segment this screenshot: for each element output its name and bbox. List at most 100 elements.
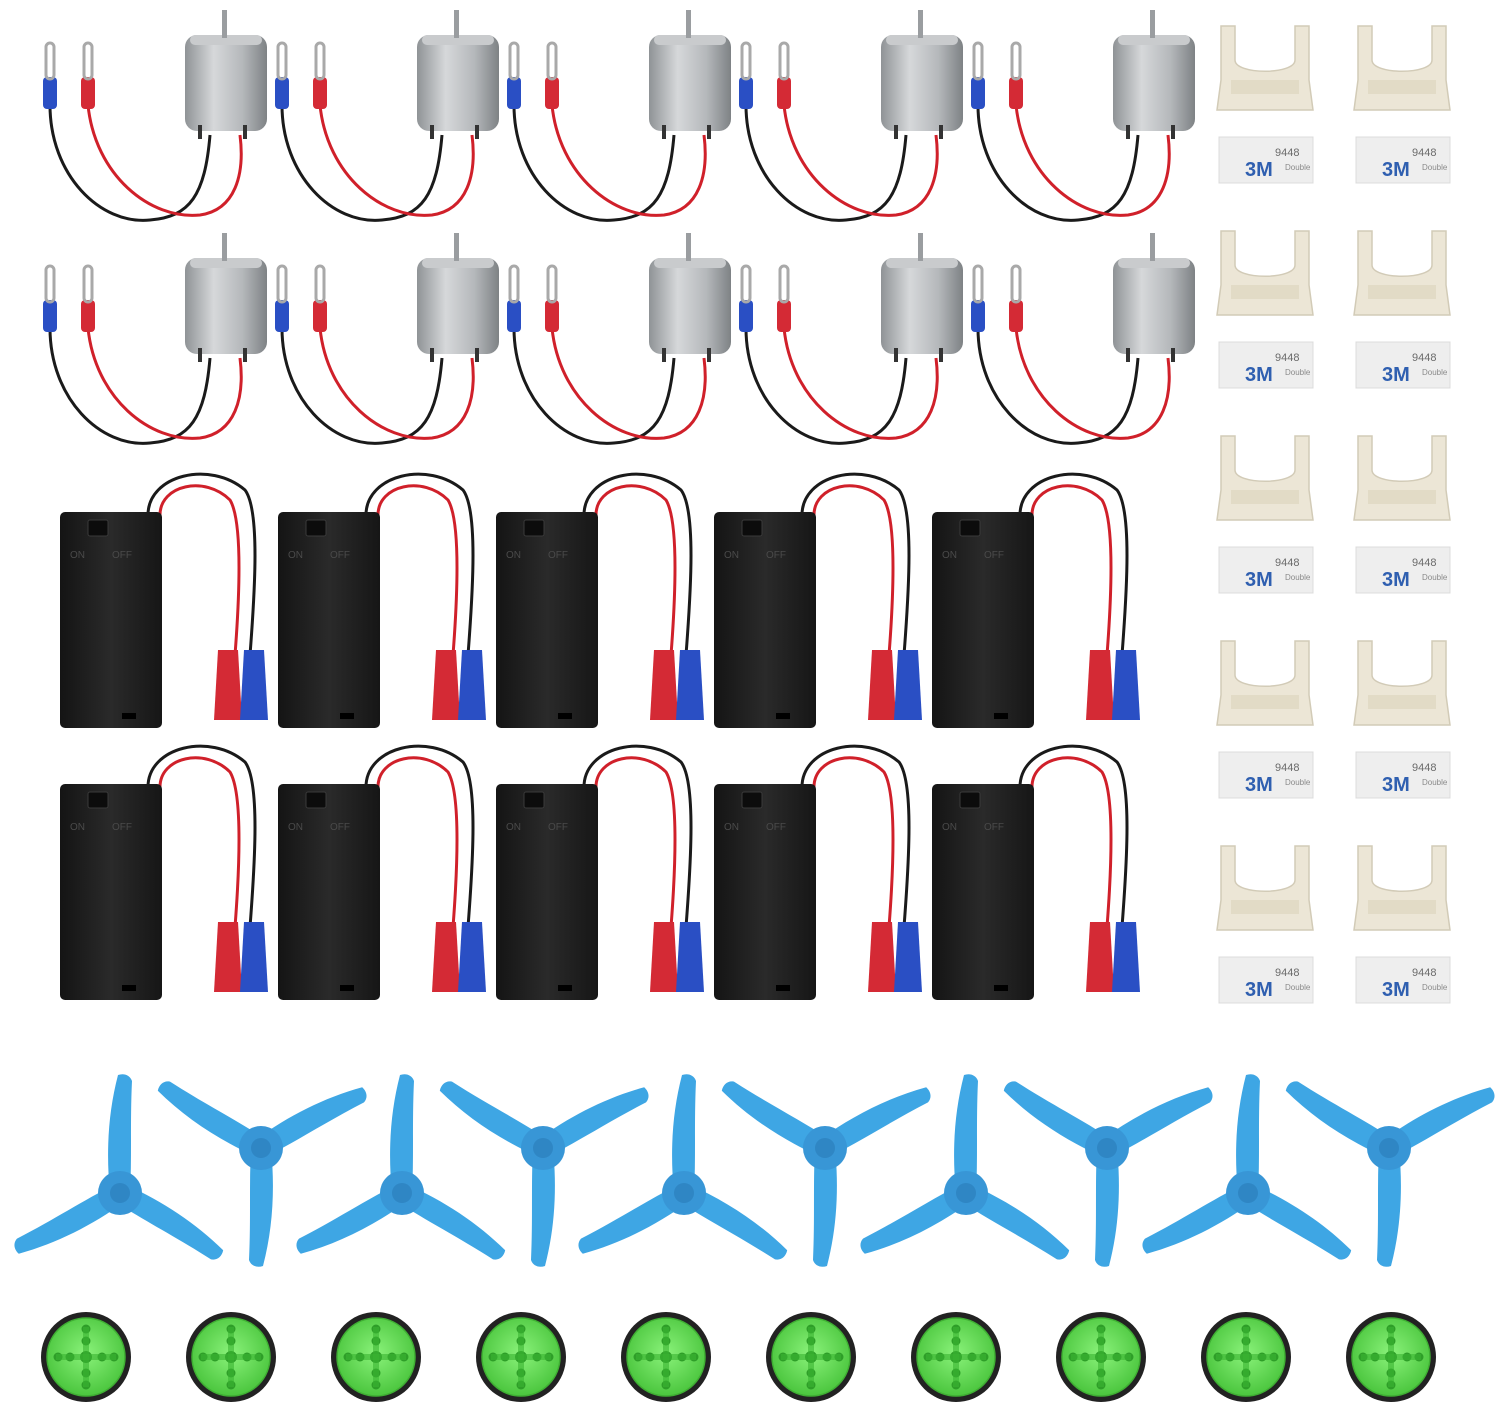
switch-off-label: OFF bbox=[766, 550, 786, 561]
switch-off-label: OFF bbox=[112, 550, 132, 561]
svg-text:Double: Double bbox=[1422, 163, 1448, 172]
svg-text:3M: 3M bbox=[1245, 979, 1273, 1001]
dc-motor-icon bbox=[739, 10, 963, 222]
svg-text:Double: Double bbox=[1422, 983, 1448, 992]
switch-off-label: OFF bbox=[766, 822, 786, 833]
switch-on-label: ON bbox=[288, 550, 303, 561]
switch-on-label: ON bbox=[724, 822, 739, 833]
propeller-icon bbox=[1142, 1074, 1352, 1260]
wheel-icon bbox=[331, 1312, 421, 1402]
switch-off-label: OFF bbox=[330, 822, 350, 833]
battery-holder-group: ON OFF ON OFF ON OFF ON OFF ON OFF ON OFF ON OFF ON OFF… bbox=[60, 472, 1140, 1000]
motor-group bbox=[43, 10, 1195, 445]
svg-text:9448: 9448 bbox=[1412, 352, 1436, 364]
svg-text:3M: 3M bbox=[1245, 569, 1273, 591]
battery-holder-icon: ON OFF bbox=[278, 744, 486, 1000]
svg-text:9448: 9448 bbox=[1275, 762, 1299, 774]
switch-on-label: ON bbox=[70, 550, 85, 561]
switch-off-label: OFF bbox=[548, 550, 568, 561]
svg-text:3M: 3M bbox=[1245, 774, 1273, 796]
switch-off-label: OFF bbox=[984, 550, 1004, 561]
svg-text:3M: 3M bbox=[1382, 364, 1410, 386]
wheel-icon bbox=[1346, 1312, 1436, 1402]
svg-text:9448: 9448 bbox=[1412, 967, 1436, 979]
svg-text:9448: 9448 bbox=[1275, 557, 1299, 569]
battery-holder-icon: ON OFF bbox=[932, 744, 1140, 1000]
propeller-icon bbox=[1285, 1081, 1495, 1267]
propeller-icon bbox=[1003, 1081, 1213, 1267]
motor-clip-icon bbox=[1216, 435, 1314, 521]
dc-motor-icon bbox=[275, 233, 499, 445]
switch-on-label: ON bbox=[288, 822, 303, 833]
wheel-icon bbox=[41, 1312, 131, 1402]
wheel-group bbox=[41, 1312, 1436, 1402]
motor-clip-icon bbox=[1216, 25, 1314, 111]
switch-on-label: ON bbox=[70, 822, 85, 833]
motor-clip-icon bbox=[1353, 640, 1451, 726]
switch-off-label: OFF bbox=[330, 550, 350, 561]
propeller-icon bbox=[860, 1074, 1070, 1260]
switch-off-label: OFF bbox=[112, 822, 132, 833]
propeller-icon bbox=[578, 1074, 788, 1260]
dc-motor-icon bbox=[739, 233, 963, 445]
motor-clip-icon bbox=[1353, 435, 1451, 521]
switch-on-label: ON bbox=[942, 822, 957, 833]
svg-text:9448: 9448 bbox=[1412, 147, 1436, 159]
motor-clip-icon bbox=[1353, 845, 1451, 931]
svg-text:9448: 9448 bbox=[1412, 557, 1436, 569]
svg-text:Double: Double bbox=[1285, 983, 1311, 992]
svg-text:3M: 3M bbox=[1245, 364, 1273, 386]
dc-motor-icon bbox=[43, 233, 267, 445]
dc-motor-icon bbox=[971, 233, 1195, 445]
switch-on-label: ON bbox=[724, 550, 739, 561]
svg-text:3M: 3M bbox=[1382, 774, 1410, 796]
dc-motor-icon bbox=[971, 10, 1195, 222]
motor-clip-icon bbox=[1353, 25, 1451, 111]
propeller-icon bbox=[721, 1081, 931, 1267]
switch-on-label: ON bbox=[942, 550, 957, 561]
propeller-group bbox=[14, 1074, 1495, 1267]
wheel-icon bbox=[186, 1312, 276, 1402]
wheel-icon bbox=[476, 1312, 566, 1402]
battery-holder-icon: ON OFF bbox=[60, 472, 268, 728]
svg-text:3M: 3M bbox=[1382, 569, 1410, 591]
motor-clip-icon bbox=[1353, 230, 1451, 316]
battery-holder-icon: ON OFF bbox=[714, 744, 922, 1000]
svg-text:Double: Double bbox=[1422, 778, 1448, 787]
propeller-icon bbox=[157, 1081, 367, 1267]
motor-clip-icon bbox=[1216, 640, 1314, 726]
svg-text:9448: 9448 bbox=[1412, 762, 1436, 774]
propeller-icon bbox=[14, 1074, 224, 1260]
battery-holder-icon: ON OFF bbox=[60, 744, 268, 1000]
svg-text:Double: Double bbox=[1285, 163, 1311, 172]
dc-motor-icon bbox=[43, 10, 267, 222]
motor-clip-icon bbox=[1216, 230, 1314, 316]
svg-text:9448: 9448 bbox=[1275, 352, 1299, 364]
wheel-icon bbox=[1201, 1312, 1291, 1402]
svg-text:3M: 3M bbox=[1245, 159, 1273, 181]
switch-off-label: OFF bbox=[984, 822, 1004, 833]
svg-text:9448: 9448 bbox=[1275, 967, 1299, 979]
wheel-icon bbox=[766, 1312, 856, 1402]
svg-text:Double: Double bbox=[1422, 573, 1448, 582]
svg-text:3M: 3M bbox=[1382, 979, 1410, 1001]
battery-holder-icon: ON OFF bbox=[714, 472, 922, 728]
battery-holder-icon: ON OFF bbox=[932, 472, 1140, 728]
dc-motor-icon bbox=[275, 10, 499, 222]
svg-text:3M: 3M bbox=[1382, 159, 1410, 181]
dc-motor-icon bbox=[507, 233, 731, 445]
svg-text:Double: Double bbox=[1285, 573, 1311, 582]
wheel-icon bbox=[621, 1312, 711, 1402]
